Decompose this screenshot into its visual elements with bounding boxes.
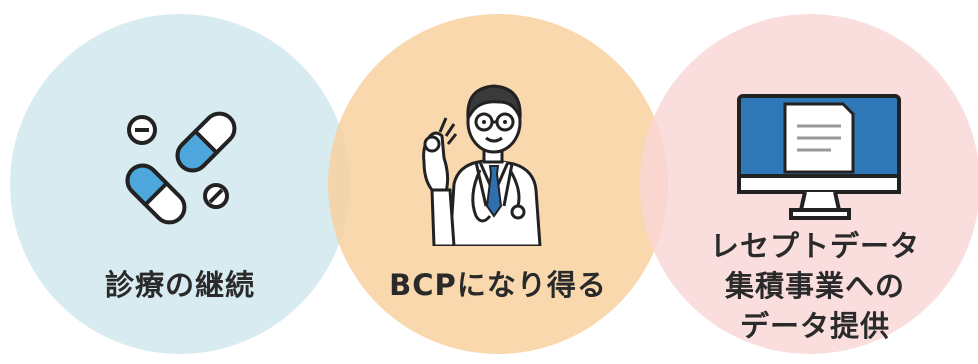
monitor-document-icon [735,92,905,222]
doctor-ok-icon [410,66,570,248]
capsule-icon [125,163,187,225]
round-pill-icon [127,115,157,145]
label-receipt-data-line-2: 集積事業への [724,269,905,303]
label-receipt-data-line-3: データ提供 [739,309,890,343]
label-bcp: BCPになり得る [389,268,607,302]
document-icon [783,102,855,174]
label-receipt-data-line-1: レセプトデータ [709,229,920,263]
capsule-icon [175,111,237,173]
round-pill-icon [203,183,229,209]
circle-medical-continuity [10,14,350,354]
label-medical-continuity: 診療の継続 [104,268,255,302]
pills-icon [118,108,248,228]
label-receipt-data: レセプトデータ 集積事業への データ提供 [690,226,940,346]
